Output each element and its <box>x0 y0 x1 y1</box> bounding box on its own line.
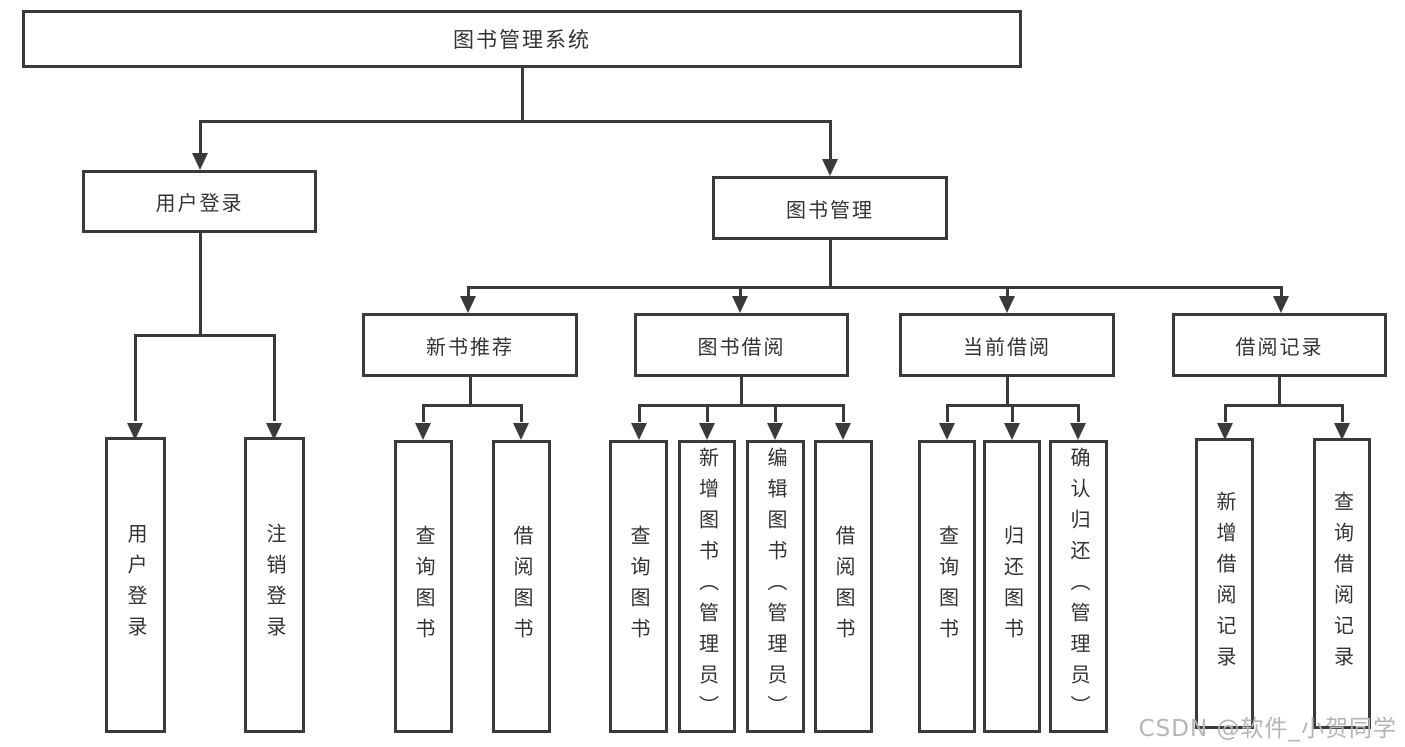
connector-level3-bar <box>467 286 1283 289</box>
arrow-down-icon <box>513 423 529 440</box>
arrow-down-icon <box>939 423 955 440</box>
arrow-down-icon <box>127 423 143 440</box>
connector-stub-current-borrow <box>1006 286 1009 299</box>
leaf-label: 注销登录 <box>263 523 285 647</box>
arrow-down-icon <box>732 296 748 313</box>
node-leaf-edit-books: 编辑图书（管理员） <box>746 440 805 733</box>
arrow-down-icon <box>822 159 838 176</box>
connector-user-login-bar <box>134 334 275 337</box>
connector-stub-user-login <box>199 120 202 156</box>
connector-book-mgmt-trunk <box>829 240 832 289</box>
leaf-label: 借阅图书 <box>510 524 532 649</box>
leaf-label: 查询图书 <box>412 524 434 649</box>
connector-stub <box>946 404 949 422</box>
arrow-down-icon <box>1070 423 1086 440</box>
arrow-down-icon <box>460 296 476 313</box>
connector-stub <box>638 404 641 422</box>
connector-groupD-trunk <box>1278 377 1281 406</box>
arrow-down-icon <box>1334 423 1350 440</box>
node-leaf-return-books: 归还图书 <box>983 440 1041 733</box>
connector-groupB-trunk <box>740 377 743 406</box>
connector-stub <box>774 404 777 422</box>
node-leaf-borrow-books-2: 借阅图书 <box>814 440 873 733</box>
connector-root-trunk <box>521 68 524 122</box>
connector-stub <box>1224 404 1227 422</box>
connector-groupB-bar <box>638 404 845 407</box>
node-current-borrow: 当前借阅 <box>899 313 1115 377</box>
connector-stub-book-mgmt <box>829 120 832 162</box>
leaf-label: 查询借阅记录 <box>1330 490 1353 677</box>
node-leaf-confirm-return: 确认归还（管理员） <box>1049 440 1108 733</box>
leaf-label: 新增图书（管理员） <box>695 447 718 726</box>
node-book-mgmt: 图书管理 <box>712 176 948 240</box>
leaf-label: 借阅图书 <box>832 524 854 649</box>
arrow-down-icon <box>192 153 208 170</box>
node-user-login: 用户登录 <box>82 170 317 233</box>
arrow-down-icon <box>767 423 783 440</box>
leaf-label: 归还图书 <box>1000 524 1023 649</box>
connector-stub <box>842 404 845 422</box>
arrow-down-icon <box>415 423 431 440</box>
connector-stub <box>1341 404 1344 422</box>
node-new-book-rec: 新书推荐 <box>362 313 578 377</box>
connector-stub-leaf-logout <box>273 334 276 421</box>
node-leaf-query-record: 查询借阅记录 <box>1313 438 1371 729</box>
connector-groupA-bar <box>422 404 522 407</box>
connector-stub <box>1011 404 1014 422</box>
connector-stub-borrow-records <box>1280 286 1283 299</box>
node-leaf-add-books: 新增图书（管理员） <box>678 440 736 733</box>
node-leaf-query-books-3: 查询图书 <box>918 440 976 733</box>
node-leaf-query-books-2: 查询图书 <box>609 440 668 733</box>
arrow-down-icon <box>1004 423 1020 440</box>
leaf-label: 查询图书 <box>935 524 958 649</box>
leaf-label: 编辑图书（管理员） <box>764 447 786 726</box>
connector-stub <box>706 404 709 422</box>
node-book-borrow: 图书借阅 <box>634 313 849 377</box>
connector-stub-new-book-rec <box>467 286 470 299</box>
connector-level2-bar <box>199 120 832 123</box>
connector-groupD-bar <box>1224 404 1344 407</box>
node-leaf-logout: 注销登录 <box>244 437 305 733</box>
node-leaf-add-record: 新增借阅记录 <box>1195 438 1254 729</box>
arrow-down-icon <box>699 423 715 440</box>
arrow-down-icon <box>999 296 1015 313</box>
arrow-down-icon <box>266 423 282 440</box>
arrow-down-icon <box>1273 296 1289 313</box>
connector-stub-leaf-user-login <box>134 334 137 421</box>
connector-stub-book-borrow <box>739 286 742 299</box>
node-root: 图书管理系统 <box>22 10 1022 68</box>
connector-groupC-trunk <box>1006 377 1009 406</box>
leaf-label: 确认归还（管理员） <box>1067 447 1089 726</box>
leaf-label: 查询图书 <box>627 524 649 649</box>
node-leaf-query-books-1: 查询图书 <box>394 440 453 733</box>
arrow-down-icon <box>1217 423 1233 440</box>
connector-user-login-trunk <box>199 233 202 336</box>
node-leaf-user-login: 用户登录 <box>105 437 166 733</box>
connector-groupA-trunk <box>469 377 472 406</box>
connector-stub <box>1077 404 1080 422</box>
arrow-down-icon <box>631 423 647 440</box>
arrow-down-icon <box>835 423 851 440</box>
leaf-label: 用户登录 <box>124 523 146 647</box>
node-borrow-records: 借阅记录 <box>1172 313 1387 377</box>
connector-stub <box>422 404 425 422</box>
leaf-label: 新增借阅记录 <box>1213 490 1235 677</box>
node-leaf-borrow-books-1: 借阅图书 <box>492 440 551 733</box>
connector-stub <box>520 404 523 422</box>
csdn-watermark: CSDN @软件_小贺同学 <box>1138 716 1397 742</box>
